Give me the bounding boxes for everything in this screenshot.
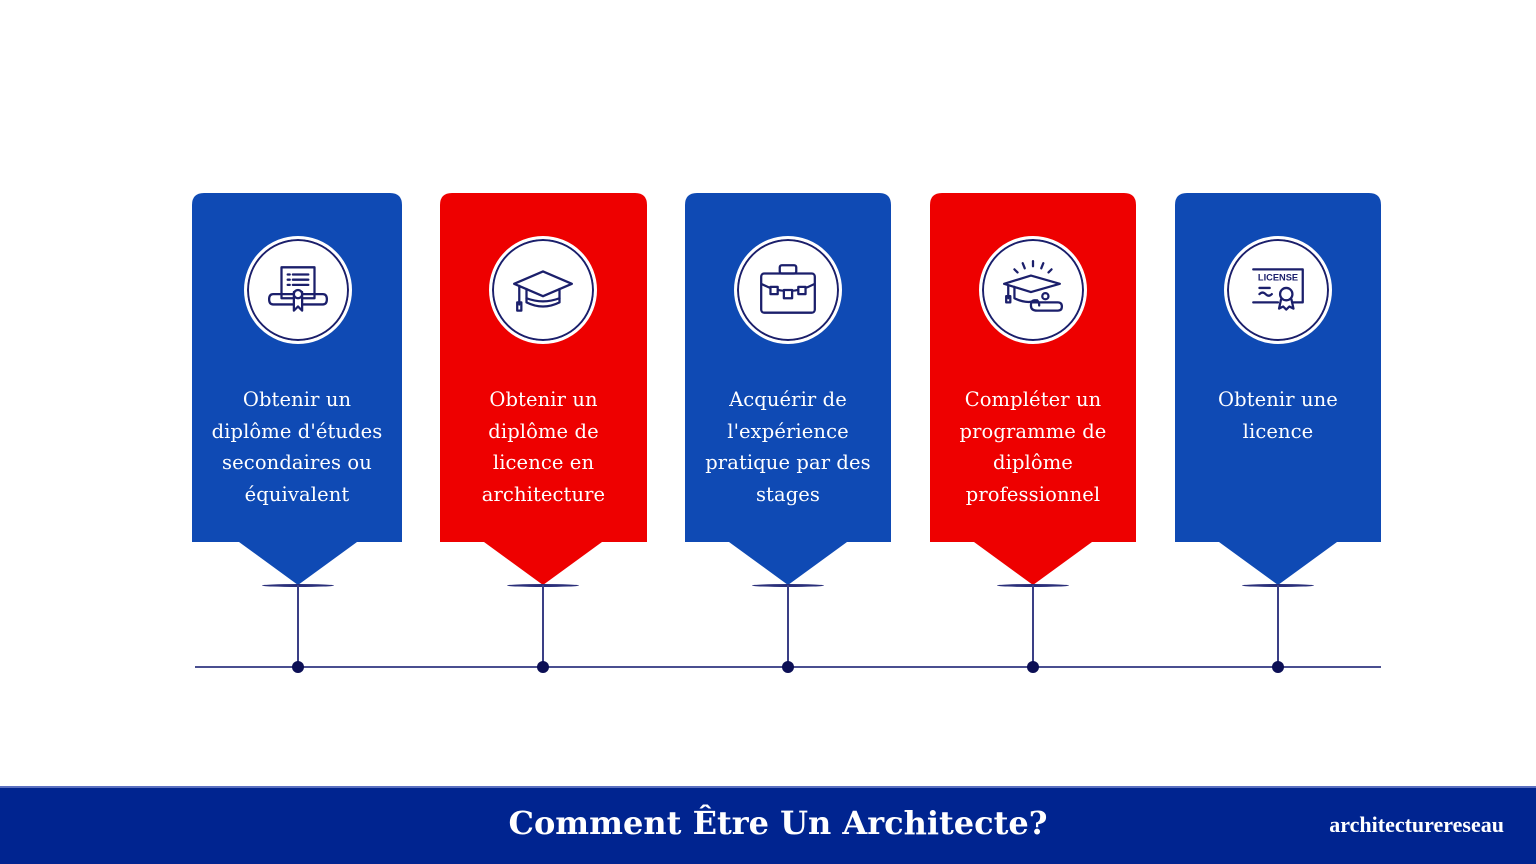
step-icon-circle-5: LICENSE <box>1224 236 1332 344</box>
connector-line-2 <box>542 585 544 667</box>
step-text-4: Compléter un programme de diplôme profes… <box>930 384 1136 511</box>
page-title: Comment Être Un Architecte? <box>508 804 1048 842</box>
step-line: l'expérience <box>727 419 849 443</box>
connector-line-4 <box>1032 585 1034 667</box>
step-line: Compléter un <box>964 388 1102 411</box>
connector-line-1 <box>297 585 299 667</box>
footer-bar: Comment Être Un Architecte? architecture… <box>0 786 1536 864</box>
step-text-2: Obtenir un diplôme de licence en archite… <box>440 384 647 511</box>
timeline-dot-3 <box>782 661 794 673</box>
diploma-scroll-icon <box>267 266 329 312</box>
timeline-dot-4 <box>1027 661 1039 673</box>
step-line: Acquérir de <box>729 388 847 411</box>
briefcase-icon <box>760 264 816 314</box>
step-line: pratique par des <box>705 451 871 475</box>
step-line: Obtenir un <box>489 388 598 411</box>
brand-logo-text: architecturereseau <box>1329 812 1504 837</box>
connector-line-3 <box>787 585 789 667</box>
step-line: licence en <box>492 451 595 475</box>
timeline-dot-5 <box>1272 661 1284 673</box>
step-line: équivalent <box>244 483 350 507</box>
step-text-1: Obtenir un diplôme d'études secondaires … <box>192 384 402 511</box>
step-line: diplôme <box>993 451 1073 475</box>
step-icon-circle-1 <box>244 236 352 344</box>
timeline-dot-2 <box>537 661 549 673</box>
step-line: architecture <box>481 483 606 507</box>
step-line: programme de <box>959 419 1107 443</box>
license-certificate-icon: LICENSE <box>1252 268 1304 311</box>
step-line: Obtenir une <box>1218 388 1338 411</box>
step-line: stages <box>755 483 821 507</box>
step-text-3: Acquérir de l'expérience pratique par de… <box>685 384 891 511</box>
timeline-dot-1 <box>292 661 304 673</box>
step-icon-circle-2 <box>489 236 597 344</box>
graduation-cap-icon <box>512 270 574 312</box>
step-line: licence <box>1242 419 1314 443</box>
step-text-5: Obtenir une licence <box>1175 384 1381 447</box>
step-line: diplôme de <box>488 419 599 443</box>
step-line: diplôme d'études <box>211 419 383 443</box>
graduation-cap-diploma-icon <box>1002 259 1064 312</box>
step-line: Obtenir un <box>242 388 352 411</box>
step-line: professionnel <box>965 483 1101 507</box>
step-icon-circle-4 <box>979 236 1087 344</box>
step-icon-circle-3 <box>734 236 842 344</box>
svg-text:LICENSE: LICENSE <box>1258 273 1298 283</box>
step-line: secondaires ou <box>222 451 372 475</box>
connector-line-5 <box>1277 585 1279 667</box>
